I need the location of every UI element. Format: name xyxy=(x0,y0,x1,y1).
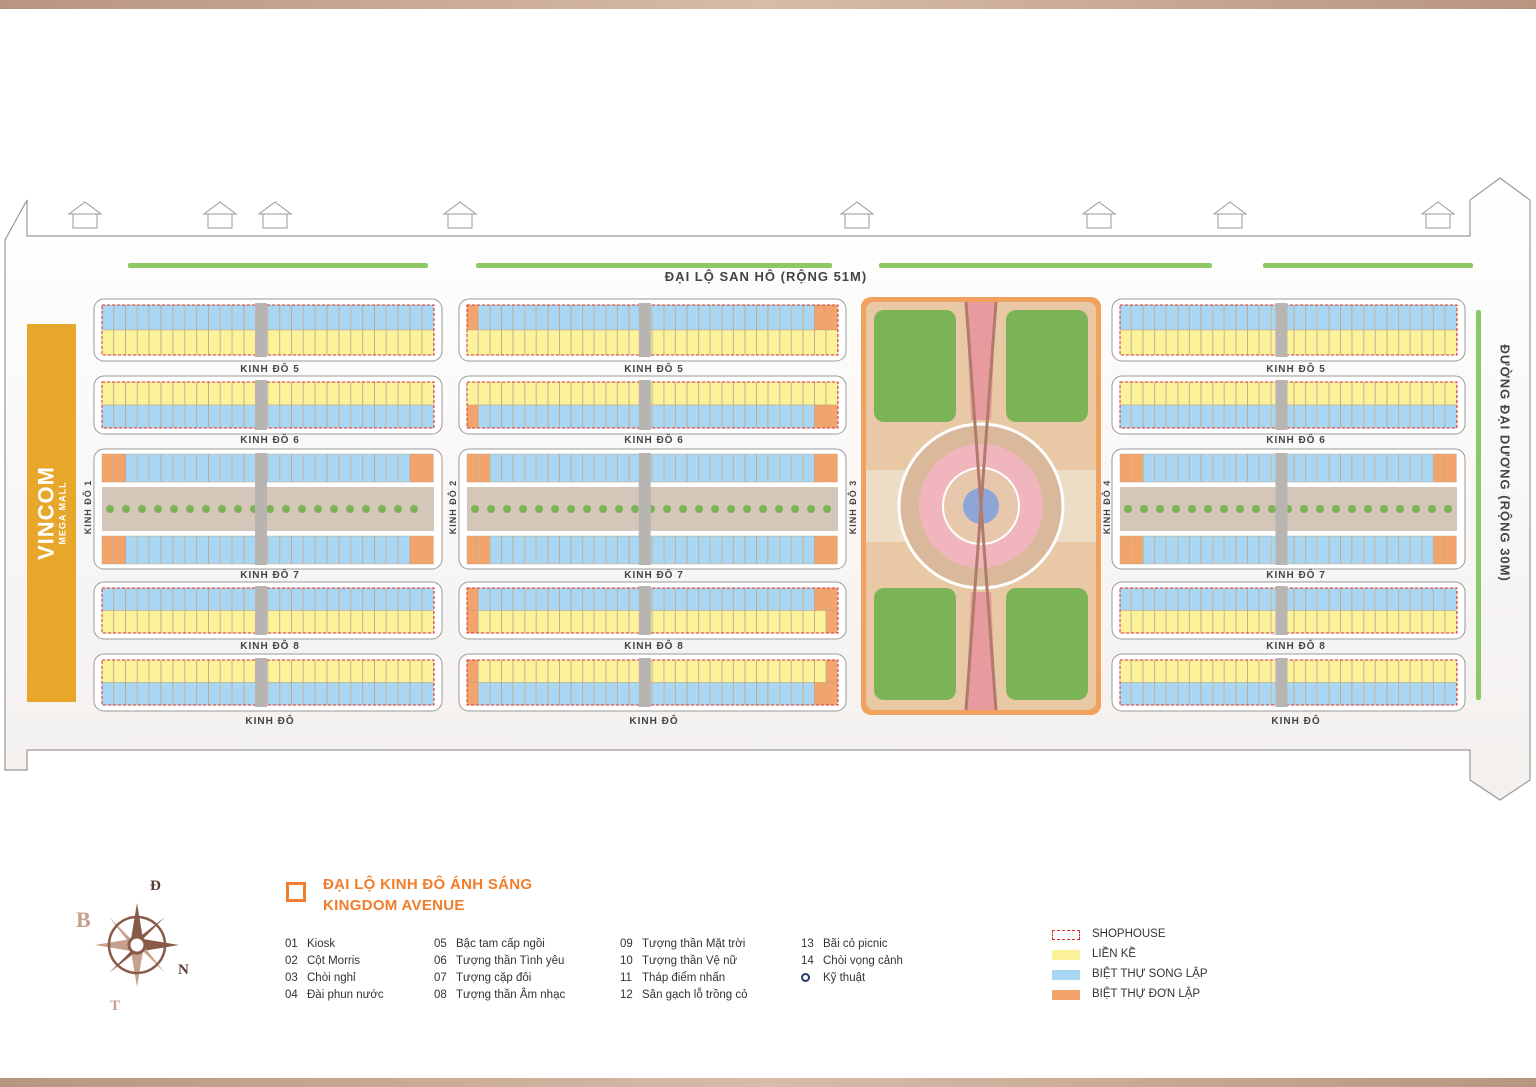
street-label: KINH ĐÔ xyxy=(629,716,679,727)
street-label: KINH ĐÔ 5 xyxy=(1266,364,1326,375)
street-kd4-label: KINH ĐÔ 4 xyxy=(1102,479,1112,535)
amenity-item: Kỹ thuật xyxy=(801,972,865,984)
lot-type-label: BIỆT THỰ SONG LẬP xyxy=(1092,968,1208,980)
street-label: KINH ĐÔ 7 xyxy=(240,570,300,581)
green-strip xyxy=(879,263,1212,268)
green-strip xyxy=(1263,263,1473,268)
lot-type-swatch xyxy=(1052,990,1080,1000)
lot-type-swatch xyxy=(1052,950,1080,960)
gate-marker xyxy=(442,201,478,229)
compass-e: N xyxy=(178,962,189,978)
gate-marker xyxy=(839,201,875,229)
street-label: KINH ĐÔ xyxy=(245,716,295,727)
lot-block xyxy=(1111,581,1466,640)
lot-block xyxy=(1111,375,1466,435)
lot-block xyxy=(458,581,847,640)
street-kd2-label: KINH ĐÔ 2 xyxy=(448,479,458,535)
lot-type-swatch xyxy=(1052,930,1080,940)
green-strip xyxy=(476,263,832,268)
title-marker xyxy=(286,882,306,902)
green-strip xyxy=(128,263,428,268)
lot-block xyxy=(93,448,443,570)
gate-marker xyxy=(1212,201,1248,229)
street-label: KINH ĐÔ 8 xyxy=(624,641,684,652)
street-label: KINH ĐÔ 8 xyxy=(1266,641,1326,652)
gate-marker xyxy=(1420,201,1456,229)
street-label: KINH ĐÔ 5 xyxy=(240,364,300,375)
compass-s: T xyxy=(110,998,121,1014)
road-san-ho-label: ĐẠI LỘ SAN HÔ (RỘNG 51M) xyxy=(664,269,868,284)
street-label: KINH ĐÔ xyxy=(1271,716,1321,727)
compass-rose-icon xyxy=(95,903,179,987)
lot-block xyxy=(458,653,847,712)
lot-block xyxy=(93,298,443,362)
street-label: KINH ĐÔ 5 xyxy=(624,364,684,375)
street-label: KINH ĐÔ 6 xyxy=(624,435,684,446)
title-vi: ĐẠI LỘ KINH ĐÔ ÁNH SÁNG xyxy=(323,876,533,893)
street-label: KINH ĐÔ 6 xyxy=(1266,435,1326,446)
gate-marker xyxy=(67,201,103,229)
lot-type-label: BIỆT THỰ ĐƠN LẬP xyxy=(1092,988,1201,1000)
gate-marker xyxy=(202,201,238,229)
street-label: KINH ĐÔ 7 xyxy=(1266,570,1326,581)
central-park xyxy=(861,297,1101,715)
bottom-border xyxy=(0,1078,1536,1087)
road-dai-duong-label: ĐƯỜNG ĐẠI DƯƠNG (RỘNG 30M) xyxy=(1497,344,1513,582)
street-kd3-label: KINH ĐÔ 3 xyxy=(848,479,858,535)
lot-type-swatch xyxy=(1052,970,1080,980)
compass-w: B xyxy=(76,907,91,932)
lot-block xyxy=(93,581,443,640)
lot-block xyxy=(1111,653,1466,712)
green-strip xyxy=(1476,310,1481,700)
top-border xyxy=(0,0,1536,9)
mall-name: VINCOM xyxy=(33,466,58,560)
street-label: KINH ĐÔ 7 xyxy=(624,570,684,581)
gate-marker xyxy=(257,201,293,229)
compass-n: Đ xyxy=(150,878,161,894)
street-label: KINH ĐÔ 6 xyxy=(240,435,300,446)
street-kd1-label: KINH ĐÔ 1 xyxy=(83,479,93,535)
lot-block xyxy=(1111,298,1466,362)
lot-type-label: LIỀN KỀ xyxy=(1092,948,1137,960)
gate-marker xyxy=(1081,201,1117,229)
title-en: KINGDOM AVENUE xyxy=(323,897,465,914)
lot-block xyxy=(93,653,443,712)
technical-icon xyxy=(801,973,810,982)
lot-block xyxy=(458,375,847,435)
lot-block xyxy=(458,448,847,570)
lot-block xyxy=(458,298,847,362)
street-label: KINH ĐÔ 8 xyxy=(240,641,300,652)
lot-type-label: SHOPHOUSE xyxy=(1092,928,1166,940)
mall-sub: MEGA MALL xyxy=(57,481,67,545)
lot-block xyxy=(93,375,443,435)
gate-markers xyxy=(67,201,1456,229)
lot-block xyxy=(1111,448,1466,570)
